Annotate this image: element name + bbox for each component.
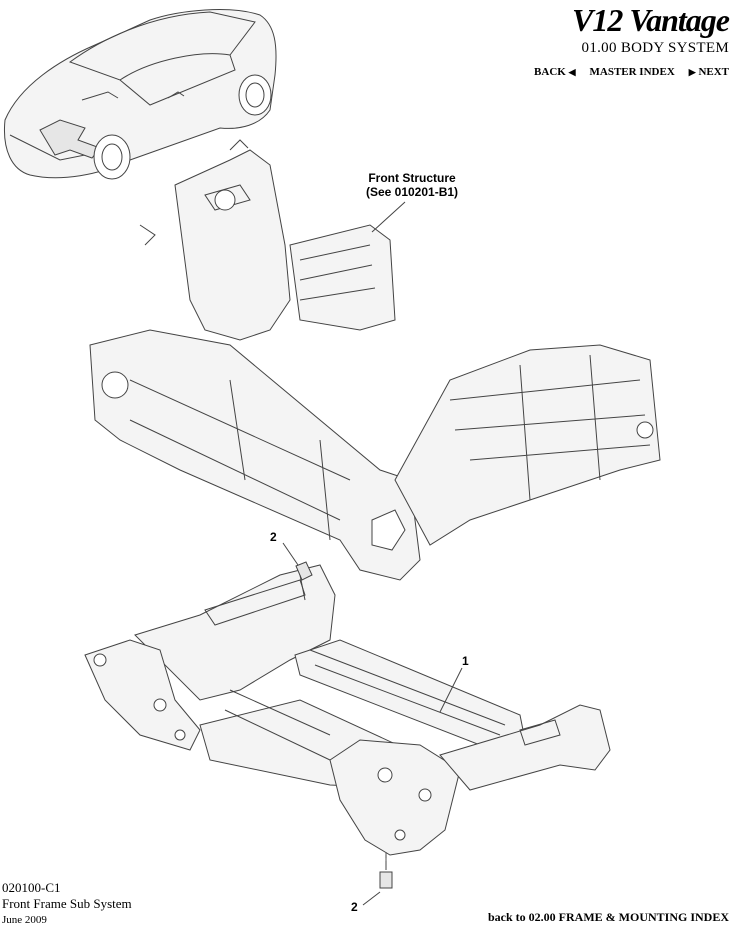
front-structure-reference: (See 010201-B1) bbox=[365, 185, 459, 199]
diagram-name: Front Frame Sub System bbox=[2, 896, 132, 911]
back-label: BACK bbox=[534, 66, 566, 78]
leader-item-1 bbox=[439, 667, 463, 713]
leader-front-structure bbox=[371, 201, 406, 233]
car-thumbnail bbox=[3, 9, 277, 180]
front-structure-label: Front Structure bbox=[368, 171, 456, 185]
next-arrow-icon: ▶ bbox=[688, 67, 696, 77]
front-structure-callout[interactable]: Front Structure (See 010201-B1) bbox=[352, 171, 472, 199]
leader-item-2-bottom bbox=[362, 891, 381, 906]
next-label: NEXT bbox=[698, 66, 729, 78]
front-structure-drawing bbox=[89, 139, 661, 581]
item-2-bottom-callout: 2 bbox=[351, 900, 358, 914]
bolt-bottom bbox=[379, 852, 393, 889]
item-1-callout: 1 bbox=[462, 654, 469, 668]
diagram-code: 020100-C1 bbox=[2, 880, 61, 895]
subframe-drawing bbox=[84, 564, 611, 856]
diagram-date: June 2009 bbox=[2, 914, 47, 926]
leader-item-2-top bbox=[282, 542, 299, 566]
back-link[interactable]: BACK ◀ bbox=[534, 66, 575, 78]
back-to-index-link[interactable]: back to 02.00 FRAME & MOUNTING INDEX bbox=[488, 910, 729, 924]
back-arrow-icon: ◀ bbox=[568, 67, 576, 77]
master-index-link[interactable]: MASTER INDEX bbox=[589, 66, 675, 78]
item-2-top-callout: 2 bbox=[270, 530, 277, 544]
bolt-top bbox=[295, 561, 313, 601]
next-link[interactable]: ▶ NEXT bbox=[689, 66, 729, 78]
system-title: 01.00 BODY SYSTEM bbox=[581, 40, 729, 56]
brand-logo: V12 Vantage bbox=[571, 2, 730, 38]
nav-bar: BACK ◀ MASTER INDEX ▶ NEXT bbox=[534, 66, 729, 78]
footer-info: 020100-C1 Front Frame Sub System June 20… bbox=[2, 880, 132, 926]
